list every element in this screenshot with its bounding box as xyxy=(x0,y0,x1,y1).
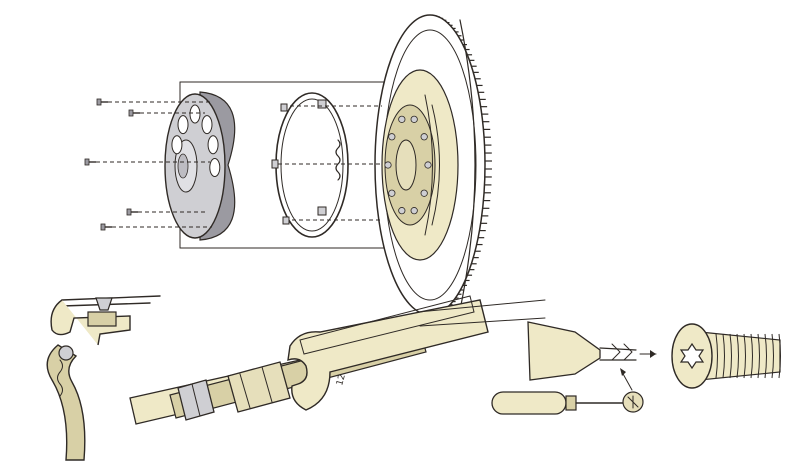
thread-line xyxy=(722,333,725,379)
wheel-nut xyxy=(420,133,428,141)
ring-clip-upper-left xyxy=(280,103,288,112)
wheel-nut xyxy=(424,161,432,169)
exploded-assembly xyxy=(84,14,492,316)
wheel-nut xyxy=(388,133,396,141)
vent-hole xyxy=(209,158,221,178)
wheel-nut xyxy=(388,189,396,197)
rim-profile xyxy=(46,344,86,461)
wheel-nut xyxy=(398,115,406,123)
ring-spring xyxy=(335,139,341,181)
thread-line xyxy=(750,333,753,379)
ring-clip-top xyxy=(317,99,327,109)
screw xyxy=(96,98,108,106)
thread-line xyxy=(778,333,781,379)
screw-threads xyxy=(715,333,781,379)
trim-screws xyxy=(84,98,382,231)
screw xyxy=(84,158,96,166)
vent-hole xyxy=(201,115,213,135)
wheel-nut xyxy=(384,161,392,169)
bit-holder xyxy=(527,321,601,381)
wheel-nut xyxy=(420,189,428,197)
clip-bolt xyxy=(95,297,113,311)
tube-upper xyxy=(299,295,475,355)
torx-drive-icon xyxy=(679,342,705,370)
screw xyxy=(126,208,138,216)
wheel-nuts xyxy=(384,115,432,215)
tread-ticks xyxy=(432,14,492,316)
wrench-size-label: 12 xyxy=(335,373,348,387)
thread-line xyxy=(764,333,767,379)
ring-clip-left xyxy=(271,159,279,169)
thread-line xyxy=(743,333,746,379)
wheel-rim xyxy=(374,14,492,316)
hub-cap xyxy=(164,91,236,241)
wheel-nut xyxy=(398,207,406,215)
ring-clip-lower-left xyxy=(282,216,290,225)
thread-line xyxy=(729,333,732,379)
ventilation-holes xyxy=(171,104,221,178)
vent-hole xyxy=(177,115,189,135)
retaining-ring xyxy=(271,92,349,238)
thread-line xyxy=(736,333,739,379)
screw xyxy=(100,223,112,231)
vent-hole xyxy=(189,104,201,124)
hex-nut xyxy=(227,361,291,413)
arrowhead-icon xyxy=(650,350,656,358)
screwdriver-handle xyxy=(491,391,567,415)
thread-line xyxy=(771,333,774,379)
hub-center xyxy=(395,139,417,191)
ring-clip-bottom xyxy=(317,206,327,216)
arrow-up xyxy=(621,371,633,391)
wheel-nut xyxy=(410,207,418,215)
screw xyxy=(128,109,140,117)
clip-bead xyxy=(58,345,74,361)
tyre-tread xyxy=(459,19,476,311)
wheel-nut xyxy=(410,115,418,123)
vent-hole xyxy=(207,135,219,155)
wrench-detail: 12 xyxy=(129,295,546,425)
vent-hole xyxy=(171,135,183,155)
torx-tool-detail xyxy=(491,321,781,415)
open-end-wrench xyxy=(287,299,489,411)
thread-line xyxy=(715,333,718,379)
thread-line xyxy=(757,333,760,379)
clip-section-detail xyxy=(46,295,161,461)
